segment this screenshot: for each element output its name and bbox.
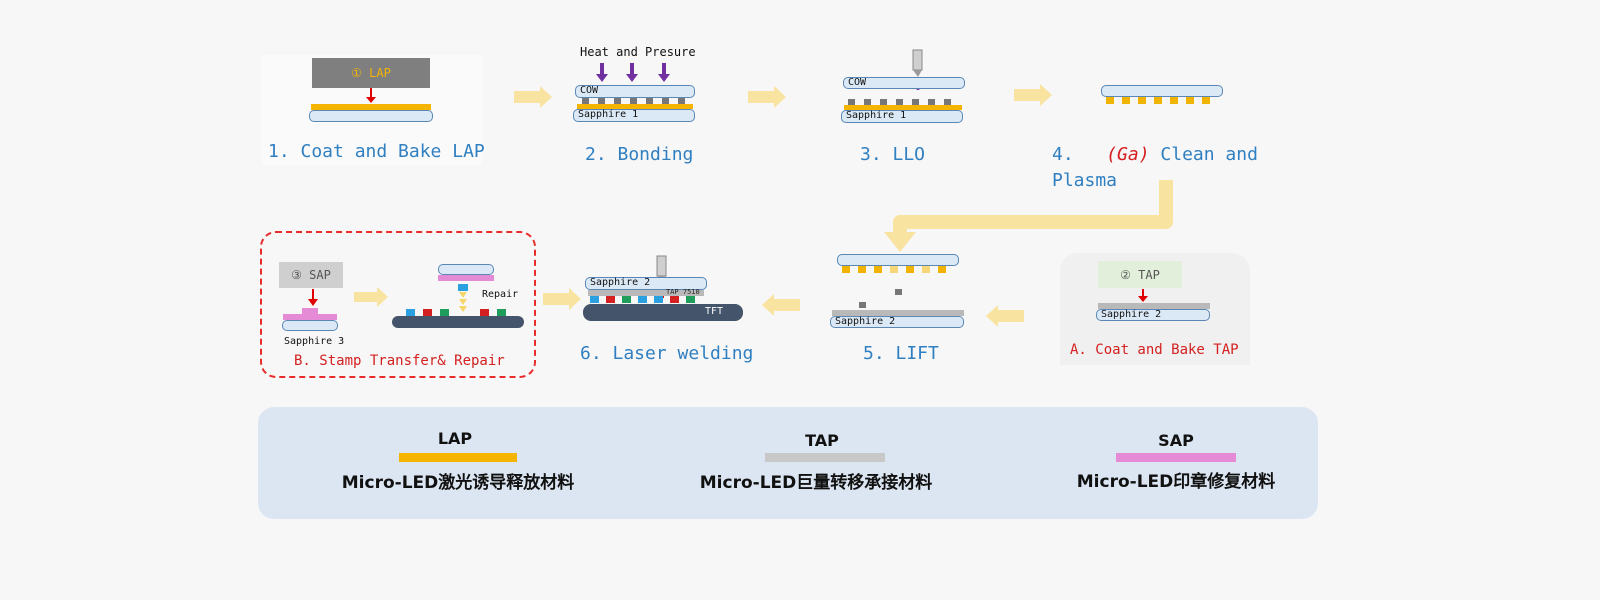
legend-lap-desc: Micro-LED激光诱导释放材料 [341, 473, 575, 493]
chip-row [1104, 97, 1222, 105]
sapphire-2-label: Sapphire 2 [590, 277, 651, 288]
pressure-arrows-icon [596, 63, 670, 82]
legend-tap-title: TAP [805, 431, 839, 450]
legend-tap-bar [765, 453, 885, 462]
flow-arrow-icon [762, 294, 800, 316]
step-5-label: 5. LIFT [863, 343, 939, 364]
legend-tap-desc: Micro-LED巨量转移承接材料 [699, 473, 933, 493]
ga-label: (Ga) [1106, 144, 1150, 165]
lap-layer [844, 105, 962, 110]
picked-chip [458, 284, 468, 291]
released-chip [895, 289, 902, 295]
tap-box: ② TAP [1098, 261, 1182, 288]
sapphire-2-plate: Sapphire 2 [1096, 309, 1210, 321]
legend-sap-desc: Micro-LED印章修复材料 [1076, 472, 1276, 492]
tft-backplane [392, 316, 524, 328]
step-2-label: 2. Bonding [585, 144, 694, 165]
heat-pressure-label: Heat and Presure [580, 45, 696, 59]
legend-panel: LAP Micro-LED激光诱导释放材料 TAP Micro-LED巨量转移承… [258, 407, 1318, 519]
cow-plate-label: COW [848, 77, 867, 88]
sapphire-2-label: Sapphire 2 [1101, 309, 1162, 320]
sapphire-1-plate: Sapphire 1 [841, 110, 963, 123]
red-down-arrow-icon [308, 289, 318, 306]
stamp-plate [438, 264, 494, 275]
chip-carrier-plate [1101, 85, 1223, 97]
tap-layer: TAP 7510 [588, 288, 704, 296]
step-b-dashed-frame [260, 231, 536, 378]
legend-sap-title: SAP [1158, 431, 1194, 450]
cow-plate: COW [843, 77, 965, 89]
sapphire-1-label: Sapphire 1 [846, 110, 907, 121]
sap-layer [283, 314, 337, 320]
flow-arrow-icon [748, 86, 786, 108]
step-4-label: 4. (Ga) Clean and [1052, 144, 1258, 165]
released-chip [859, 302, 866, 308]
tap-7510-label: TAP 7510 [666, 288, 700, 296]
sap-stamp [302, 308, 318, 314]
flow-arrow-icon [986, 305, 1024, 327]
led-chip-row [588, 296, 704, 304]
transfer-arrows-icon [459, 292, 467, 312]
step-4-text: Clean and [1149, 144, 1258, 165]
cow-plate-label: COW [580, 85, 599, 96]
substrate-plate [309, 110, 433, 122]
step-b-label: B. Stamp Transfer& Repair [294, 353, 505, 369]
legend-lap-title: LAP [437, 429, 473, 448]
red-down-arrow-icon [1138, 289, 1148, 302]
sapphire-3-label: Sapphire 3 [284, 336, 345, 347]
legend-lap-bar [399, 453, 517, 462]
chip-row [840, 266, 958, 276]
lap-box-label: ① LAP [351, 66, 391, 80]
tap-layer [1098, 303, 1210, 309]
step-4-number: 4. [1052, 144, 1074, 165]
lap-layer [311, 104, 431, 110]
repair-label: Repair [482, 289, 519, 300]
lap-layer [577, 104, 693, 109]
led-chip-row [400, 309, 520, 317]
step-a-label: A. Coat and Bake TAP [1070, 342, 1239, 358]
sapphire-1-label: Sapphire 1 [578, 109, 639, 120]
step-6-label: 6. Laser welding [580, 343, 754, 364]
sapphire-1-plate: Sapphire 1 [573, 109, 695, 122]
step-3-label: 3. LLO [860, 144, 926, 165]
sapphire-2-label: Sapphire 2 [835, 316, 896, 327]
tap-box-label: ② TAP [1120, 267, 1160, 282]
sap-box: ③ SAP [279, 262, 343, 288]
flow-arrow-icon [543, 288, 581, 310]
tap-layer [832, 310, 964, 316]
step-1-label: 1. Coat and Bake LAP [268, 141, 485, 162]
tft-backplane: TFT [583, 304, 743, 321]
chip-row [846, 99, 962, 105]
flow-arrow-icon [1014, 84, 1052, 106]
sap-box-label: ③ SAP [291, 268, 331, 282]
cow-plate: COW [575, 85, 695, 98]
flow-arrow-icon [354, 287, 388, 307]
chip-carrier-plate [837, 254, 959, 266]
sapphire-3-plate [282, 320, 338, 331]
sapphire-2-plate: Sapphire 2 [585, 277, 707, 290]
legend-sap-bar [1116, 453, 1236, 462]
flow-arrow-icon [514, 86, 552, 108]
tft-label: TFT [705, 306, 724, 317]
step-4-label-line2: Plasma [1052, 170, 1118, 191]
sap-layer [438, 275, 494, 281]
red-down-arrow-icon [366, 88, 376, 103]
chip-row [578, 98, 692, 104]
flow-bent-arrow-icon [884, 180, 1173, 252]
lap-box: ① LAP [312, 58, 430, 88]
sapphire-2-plate: Sapphire 2 [830, 316, 964, 328]
